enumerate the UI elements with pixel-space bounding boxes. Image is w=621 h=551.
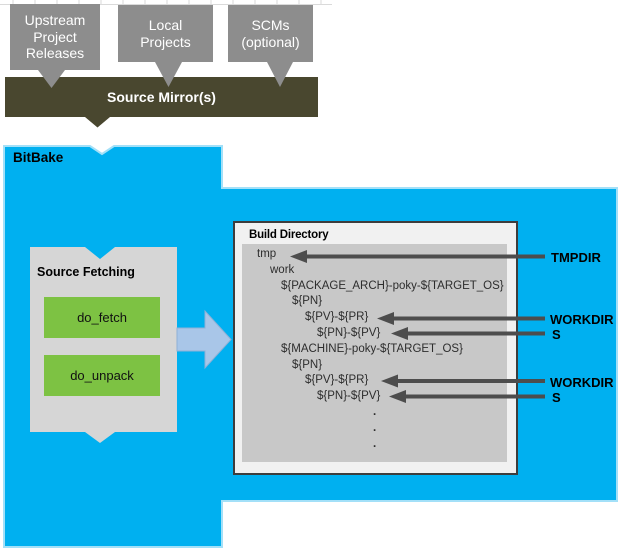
source-fetching-title: Source Fetching: [37, 265, 135, 279]
tree-line: tmp: [257, 248, 277, 260]
do-unpack-label: do_unpack: [70, 368, 134, 383]
directory-tree: tmp work ${PACKAGE_ARCH}-poky-${TARGET_O…: [248, 247, 506, 452]
do-fetch-task: do_fetch: [44, 297, 160, 338]
tree-ellipsis: .: [373, 405, 377, 418]
tree-line: ${PN}-${PV}: [317, 390, 381, 403]
source-mirror-label: Source Mirror(s): [107, 89, 216, 105]
flow-right-arrow-icon: [176, 309, 232, 370]
source-mirror-bar: [5, 77, 318, 128]
build-directory-inner: [242, 244, 507, 462]
ruler-line: [0, 0, 332, 5]
build-directory-title: Build Directory: [249, 229, 329, 241]
bitbake-label: BitBake: [13, 150, 64, 165]
local-projects-box: [118, 5, 213, 87]
do-unpack-task: do_unpack: [44, 355, 160, 396]
tree-line: ${PV}-${PR}: [305, 374, 369, 387]
upstream-releases-box: [10, 4, 100, 88]
s-label: S: [552, 327, 561, 342]
workdir-label: WORKDIR: [550, 374, 614, 390]
tree-line: ${PV}-${PR}: [305, 311, 369, 324]
tree-ellipsis: .: [373, 421, 377, 434]
upstream-releases-label: Upstream Project Releases: [24, 12, 86, 62]
tree-line: ${PACKAGE_ARCH}-poky-${TARGET_OS}: [281, 279, 504, 292]
tree-line: ${MACHINE}-poky-${TARGET_OS}: [281, 342, 463, 355]
scms-label: SCMs (optional): [241, 17, 300, 50]
tmpdir-label: TMPDIR: [551, 250, 601, 265]
s-label: S: [552, 390, 561, 405]
local-projects-label: Local Projects: [140, 17, 191, 50]
workdir-label: WORKDIR: [550, 312, 614, 327]
do-fetch-label: do_fetch: [77, 310, 127, 325]
scms-box: [228, 5, 313, 87]
tree-line: ${PN}: [292, 295, 323, 308]
tree-line: ${PN}: [292, 358, 323, 371]
tree-line: ${PN}-${PV}: [317, 326, 381, 339]
tree-line: work: [270, 263, 295, 276]
tree-ellipsis: .: [373, 437, 377, 450]
